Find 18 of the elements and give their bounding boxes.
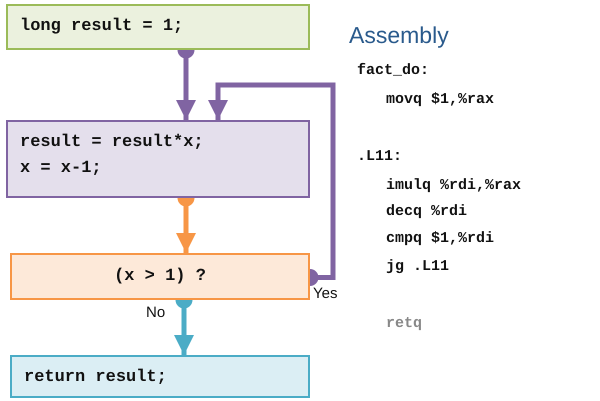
arrow bbox=[208, 82, 336, 286]
code-text: return result; bbox=[24, 367, 167, 389]
process-box bbox=[6, 120, 310, 198]
process-box bbox=[10, 355, 310, 398]
heading: Assembly bbox=[349, 22, 449, 49]
assembly-line: fact_do: bbox=[357, 62, 430, 79]
assembly-line: .L11: bbox=[357, 148, 402, 165]
assembly-line: cmpq $1,%rdi bbox=[386, 230, 494, 247]
assembly-line: decq %rdi bbox=[386, 203, 468, 220]
assembly-line: imulq %rdi,%rax bbox=[386, 177, 522, 194]
assembly-line: jg .L11 bbox=[386, 258, 450, 275]
code-text: (x > 1) ? bbox=[114, 266, 206, 288]
process-box bbox=[6, 4, 310, 50]
assembly-line: movq $1,%rax bbox=[386, 91, 494, 108]
assembly-line: retq bbox=[386, 315, 422, 332]
code-text: long result = 1; bbox=[20, 16, 184, 38]
code-text: result = result*x; x = x-1; bbox=[20, 132, 205, 180]
decision-box bbox=[10, 253, 310, 300]
